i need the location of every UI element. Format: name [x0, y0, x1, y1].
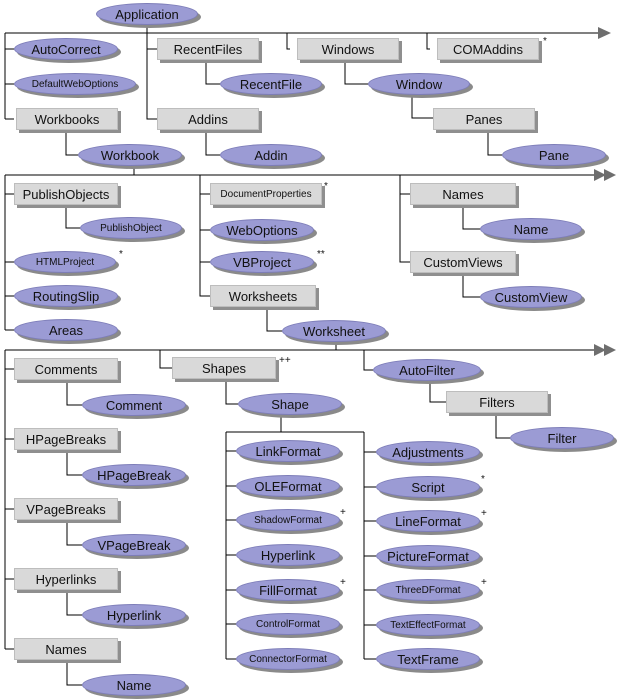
node-documentproperties[interactable]: DocumentProperties: [210, 183, 322, 205]
node-name-worksheet[interactable]: Name: [82, 674, 186, 696]
node-adjustments[interactable]: Adjustments: [376, 441, 480, 463]
node-workbook[interactable]: Workbook: [78, 144, 182, 166]
node-hyperlink[interactable]: Hyperlink: [82, 604, 186, 626]
footnote-mark-documentproperties: *: [324, 181, 328, 192]
node-addins[interactable]: Addins: [157, 108, 259, 130]
node-workbooks[interactable]: Workbooks: [16, 108, 118, 130]
node-hpagebreaks[interactable]: HPageBreaks: [14, 428, 118, 450]
footnote-mark-lineformat: +: [481, 508, 487, 519]
node-weboptions[interactable]: WebOptions: [210, 219, 314, 241]
node-comaddins[interactable]: COMAddins: [437, 38, 539, 60]
node-comments[interactable]: Comments: [14, 358, 118, 380]
node-threedformat[interactable]: ThreeDFormat: [376, 579, 480, 601]
node-pane[interactable]: Pane: [502, 144, 606, 166]
node-connectorformat[interactable]: ConnectorFormat: [236, 648, 340, 670]
node-filters[interactable]: Filters: [446, 391, 548, 413]
footnote-mark-vbproject: **: [317, 249, 325, 260]
node-texteffectformat[interactable]: TextEffectFormat: [376, 614, 480, 636]
node-routingslip[interactable]: RoutingSlip: [14, 285, 118, 307]
node-areas[interactable]: Areas: [14, 319, 118, 341]
node-shadowformat[interactable]: ShadowFormat: [236, 509, 340, 531]
node-names-workbook[interactable]: Names: [410, 183, 516, 205]
footnote-mark-threedformat: +: [481, 577, 487, 588]
node-filter[interactable]: Filter: [510, 427, 614, 449]
node-window[interactable]: Window: [368, 73, 470, 95]
node-worksheet[interactable]: Worksheet: [282, 320, 386, 342]
node-hyperlink-shape[interactable]: Hyperlink: [236, 544, 340, 566]
node-customview[interactable]: CustomView: [480, 286, 582, 308]
arrowhead-worksheet-a: [594, 344, 606, 356]
node-lineformat[interactable]: LineFormat: [376, 510, 480, 532]
node-linkformat[interactable]: LinkFormat: [236, 440, 340, 462]
footnote-mark-script: *: [481, 474, 485, 485]
footnote-mark-shapes: ++: [279, 355, 291, 366]
node-vpagebreak[interactable]: VPageBreak: [82, 534, 186, 556]
node-fillformat[interactable]: FillFormat: [236, 579, 340, 601]
node-shape[interactable]: Shape: [238, 393, 342, 415]
node-application[interactable]: Application: [96, 3, 198, 25]
node-autocorrect[interactable]: AutoCorrect: [14, 38, 118, 60]
node-customviews[interactable]: CustomViews: [410, 251, 516, 273]
footnote-mark-fillformat: +: [340, 577, 346, 588]
node-controlformat[interactable]: ControlFormat: [236, 613, 340, 635]
node-worksheets[interactable]: Worksheets: [210, 285, 316, 307]
node-oleformat[interactable]: OLEFormat: [236, 475, 340, 497]
node-publishobjects[interactable]: PublishObjects: [14, 183, 118, 205]
node-comment[interactable]: Comment: [82, 394, 186, 416]
node-shapes[interactable]: Shapes: [172, 357, 276, 379]
node-vbproject[interactable]: VBProject: [210, 251, 314, 273]
arrowhead-top: [598, 27, 611, 39]
node-hpagebreak[interactable]: HPageBreak: [82, 464, 186, 486]
node-htmlproject[interactable]: HTMLProject: [14, 251, 116, 273]
footnote-mark-shadowformat: +: [340, 507, 346, 518]
node-windows[interactable]: Windows: [297, 38, 399, 60]
footnote-mark-comaddins: *: [543, 36, 547, 47]
node-textframe[interactable]: TextFrame: [376, 648, 480, 670]
node-panes[interactable]: Panes: [433, 108, 535, 130]
arrowhead-worksheet-b: [604, 344, 616, 356]
node-autofilter[interactable]: AutoFilter: [373, 359, 481, 381]
node-publishobject[interactable]: PublishObject: [80, 217, 182, 239]
node-hyperlinks[interactable]: Hyperlinks: [14, 568, 118, 590]
node-pictureformat[interactable]: PictureFormat: [376, 545, 480, 567]
node-names-worksheet[interactable]: Names: [14, 638, 118, 660]
node-recentfile[interactable]: RecentFile: [220, 73, 322, 95]
node-recentfiles[interactable]: RecentFiles: [157, 38, 259, 60]
node-name-workbook[interactable]: Name: [480, 218, 582, 240]
node-script[interactable]: Script: [376, 476, 480, 498]
footnote-mark-htmlproject: *: [119, 249, 123, 260]
node-defaultweboptions[interactable]: DefaultWebOptions: [14, 73, 136, 95]
arrowhead-workbook-a: [594, 169, 606, 181]
node-addin[interactable]: Addin: [220, 144, 322, 166]
node-vpagebreaks[interactable]: VPageBreaks: [14, 498, 118, 520]
arrowhead-workbook-b: [604, 169, 616, 181]
